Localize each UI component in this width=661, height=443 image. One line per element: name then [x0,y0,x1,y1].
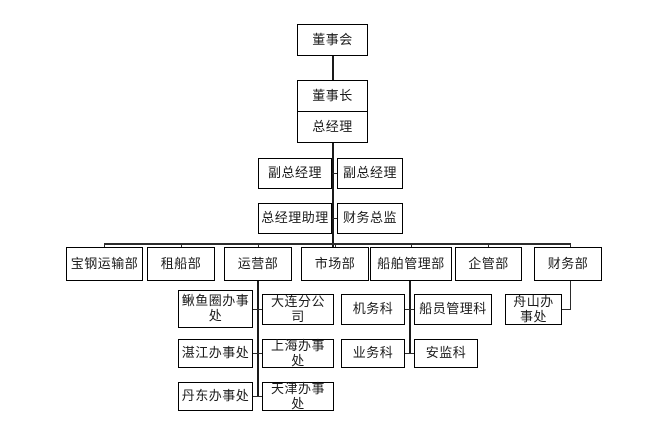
node-office-dandong[interactable]: 丹东办事处 [178,382,253,411]
node-dept-finance[interactable]: 财务部 [534,247,602,281]
connector-stub-finance [570,243,571,248]
node-general-manager[interactable]: 总经理 [297,111,368,143]
node-office-shanghai[interactable]: 上海办事处 [262,339,334,369]
node-section-safety[interactable]: 安监科 [414,339,478,368]
connector-operation-row2 [253,353,262,354]
connector-assistant-row [331,218,338,219]
node-section-crew-management[interactable]: 船员管理科 [414,294,492,325]
connector-board-to-chairman [332,56,334,81]
connector-operation-row3 [253,396,262,397]
node-office-bayuquan[interactable]: 鳅鱼圈办事处 [178,290,253,328]
node-dept-operation[interactable]: 运营部 [224,247,292,281]
node-section-business[interactable]: 业务科 [341,339,405,368]
connector-zhoushan-horizontal [561,309,571,310]
connector-operation-row1 [253,309,262,310]
connector-stub-enterprise [488,243,489,248]
connector-ship-mgmt-spine [409,281,411,353]
connector-stub-baogang [104,243,105,248]
connector-stub-operation [258,243,259,248]
connector-ship-mgmt-row1 [405,309,414,310]
node-dept-market[interactable]: 市场部 [301,247,369,281]
node-dept-baogang-transport[interactable]: 宝钢运输部 [66,247,143,281]
node-office-tianjin[interactable]: 天津办事处 [262,382,334,412]
node-office-dalian-branch[interactable]: 大连分公司 [262,294,334,325]
connector-stub-charter [181,243,182,248]
connector-operation-spine [257,281,259,396]
node-cfo[interactable]: 财务总监 [337,203,403,234]
node-deputy-gm-right[interactable]: 副总经理 [337,158,403,189]
node-office-zhoushan[interactable]: 舟山办事处 [505,294,562,325]
connector-ship-mgmt-row2 [405,353,414,354]
connector-gm-main-spine [332,143,334,251]
node-gm-assistant[interactable]: 总经理助理 [258,203,332,234]
node-dept-enterprise-management[interactable]: 企管部 [455,247,522,281]
node-dept-charter[interactable]: 租船部 [147,247,215,281]
connector-department-bus [104,243,571,245]
node-chairman[interactable]: 董事长 [297,80,368,112]
node-section-engine[interactable]: 机务科 [341,294,405,325]
connector-stub-ship-mgmt [411,243,412,248]
connector-zhoushan-vertical [570,281,571,309]
node-dept-ship-management[interactable]: 船舶管理部 [370,247,452,281]
connector-deputy-gm-row [331,173,338,174]
node-deputy-gm-left[interactable]: 副总经理 [258,158,332,189]
node-board[interactable]: 董事会 [297,24,368,56]
connector-stub-market [335,243,336,248]
node-office-zhanjiang[interactable]: 湛江办事处 [178,339,253,368]
